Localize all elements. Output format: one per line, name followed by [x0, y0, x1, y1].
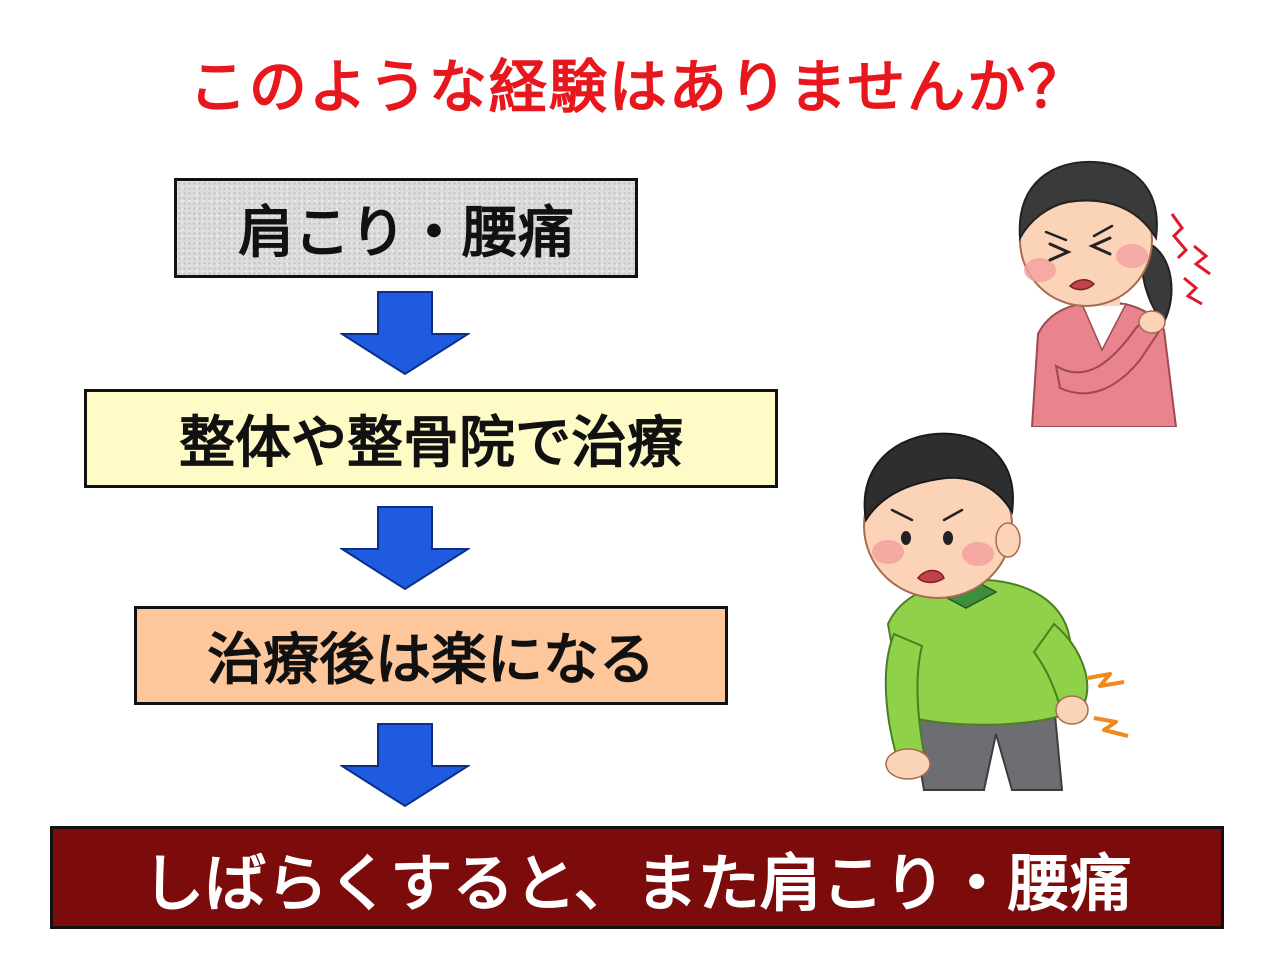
down-arrow-icon — [340, 506, 470, 591]
flow-step-label: しばらくすると、また肩こり・腰痛 — [142, 846, 1132, 920]
down-arrow-icon — [340, 723, 470, 808]
woman-shoulder-pain-icon — [1018, 160, 1211, 427]
page-title: このような経験はありませんか？ — [188, 53, 1088, 121]
man-back-pain-icon — [863, 432, 1129, 791]
flow-step-relief: 治療後は楽になる — [134, 606, 728, 705]
flow-step-label: 整体や整骨院で治療 — [179, 410, 683, 476]
flow-step-pain-returns: しばらくすると、また肩こり・腰痛 — [50, 826, 1224, 929]
down-arrow-icon — [340, 291, 470, 376]
flow-step-label: 治療後は楽になる — [207, 627, 655, 693]
flow-step-label: 肩こり・腰痛 — [238, 199, 574, 266]
flow-step-treatment: 整体や整骨院で治療 — [84, 389, 778, 488]
flow-step-shoulder-back-pain: 肩こり・腰痛 — [174, 178, 638, 278]
